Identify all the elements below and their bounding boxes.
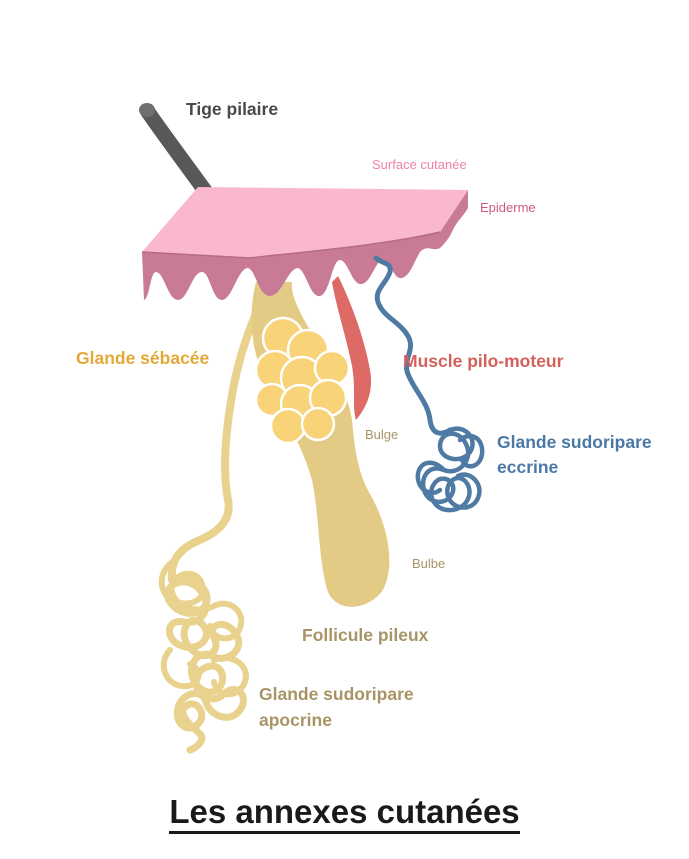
eccrine-duct bbox=[373, 255, 453, 436]
eccrine-coil bbox=[415, 426, 485, 513]
epidermis-edge-shadow bbox=[141, 231, 441, 259]
label-sebaceous-gland: Glande sébacée bbox=[76, 348, 210, 368]
label-apocrine-gland-line2: apocrine bbox=[259, 710, 332, 730]
arrector-pili-muscle bbox=[332, 276, 372, 420]
apocrine-coil bbox=[164, 575, 247, 754]
apocrine-coil-loops bbox=[158, 557, 249, 698]
label-hair-follicle: Follicule pileux bbox=[302, 625, 429, 645]
label-apocrine-gland-line1: Glande sudoripare bbox=[259, 684, 414, 704]
diagram-title-wrapper: Les annexes cutanées bbox=[0, 793, 689, 834]
skin-surface bbox=[142, 187, 468, 258]
sebaceous-gland bbox=[254, 316, 351, 445]
label-epidermis: Epiderme bbox=[480, 200, 536, 215]
diagram-title: Les annexes cutanées bbox=[169, 793, 520, 834]
eccrine-sweat-gland bbox=[373, 255, 485, 513]
apocrine-duct bbox=[167, 296, 266, 584]
label-eccrine-gland-line1: Glande sudoripare bbox=[497, 432, 652, 452]
label-hair-shaft: Tige pilaire bbox=[186, 99, 279, 119]
label-skin-surface: Surface cutanée bbox=[372, 157, 467, 172]
skin-block bbox=[141, 187, 468, 300]
epidermis bbox=[142, 190, 468, 300]
sebaceous-lobe bbox=[300, 406, 336, 442]
hair-shaft-tip bbox=[139, 103, 155, 117]
label-bulb: Bulbe bbox=[412, 556, 446, 571]
label-bulge: Bulge bbox=[365, 427, 399, 442]
apocrine-sweat-gland bbox=[158, 296, 266, 754]
label-eccrine-gland-line2: eccrine bbox=[497, 457, 559, 477]
label-arrector-pili-muscle: Muscle pilo-moteur bbox=[403, 351, 564, 371]
sebaceous-lobe bbox=[269, 407, 307, 445]
